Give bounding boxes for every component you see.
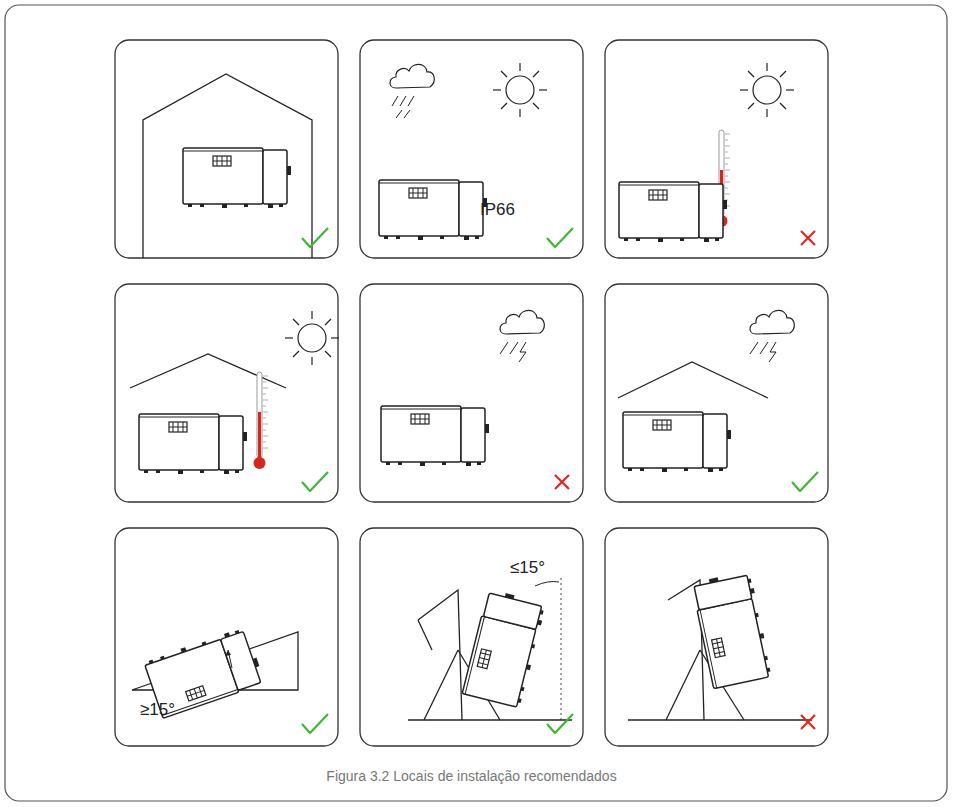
protection-rating: IP66 bbox=[480, 200, 515, 220]
figure-caption: Figura 3.2 Locais de instalação recomend… bbox=[0, 768, 948, 784]
tilt-angle: ≥15° bbox=[140, 700, 175, 720]
tilt-angle: ≤15° bbox=[510, 558, 545, 578]
